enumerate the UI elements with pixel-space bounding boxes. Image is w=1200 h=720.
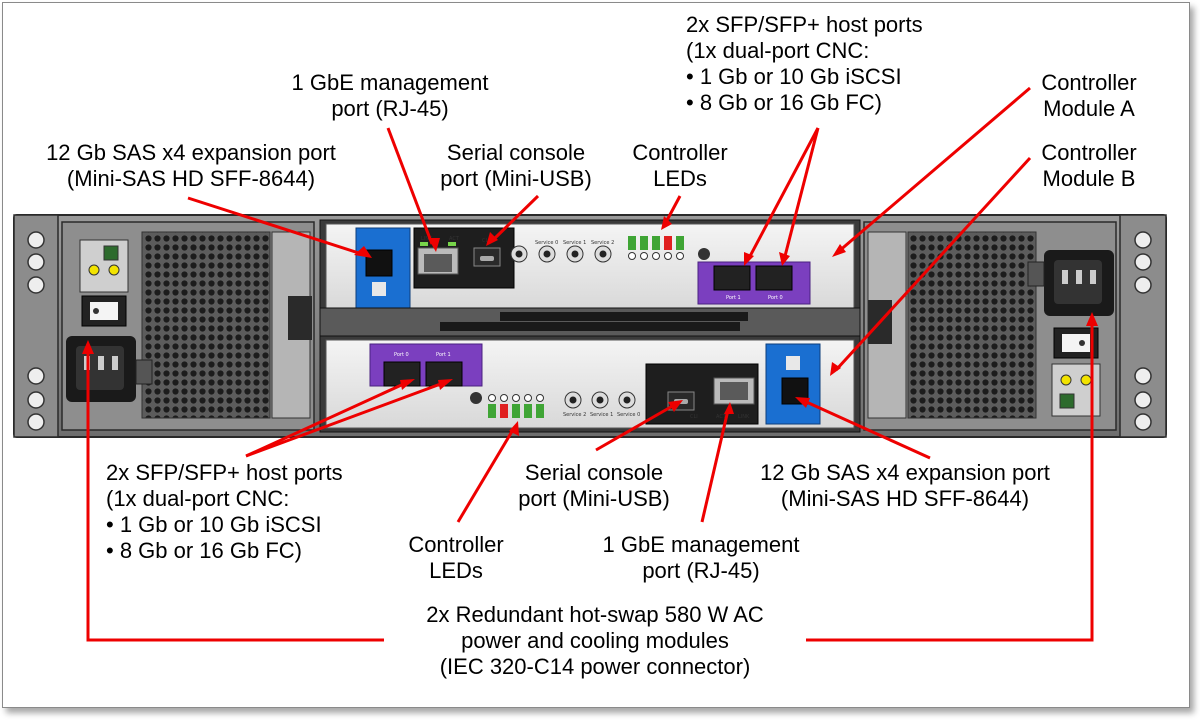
label-line: LEDs bbox=[429, 558, 483, 583]
controller-module-b: Port 0 Port 1 Service 2 Service 1 Servic… bbox=[319, 335, 861, 433]
label-serial-top: Serial console port (Mini-USB) bbox=[416, 140, 616, 192]
label-line: port (RJ-45) bbox=[331, 96, 449, 121]
service0-label-b: Service 0 bbox=[617, 412, 640, 418]
port0-label-a: Port 0 bbox=[768, 295, 783, 301]
label-line: • 1 Gb or 10 Gb iSCSI bbox=[686, 64, 902, 89]
label-mgmt-bottom: 1 GbE management port (RJ-45) bbox=[570, 532, 832, 584]
label-line: (1x dual-port CNC: bbox=[106, 486, 290, 511]
callout-lines bbox=[86, 86, 1094, 642]
label-line: Module B bbox=[1042, 166, 1136, 191]
ac-inlet-right-icon bbox=[1027, 250, 1114, 316]
label-line: 2x SFP/SFP+ host ports bbox=[106, 460, 343, 485]
label-line: Serial console bbox=[524, 460, 664, 485]
label-line: port (Mini-USB) bbox=[440, 166, 592, 191]
label-line: Controller bbox=[1041, 70, 1137, 95]
callout-arrowheads bbox=[82, 216, 1098, 436]
cli-label-a: CLI bbox=[482, 238, 490, 244]
sas-port-a bbox=[365, 249, 393, 277]
psu-left bbox=[61, 221, 315, 431]
label-line: (1x dual-port CNC: bbox=[686, 38, 870, 63]
service0-label-a: Service 0 bbox=[535, 240, 558, 246]
controller-leds-a bbox=[628, 236, 684, 260]
sfp-port0-a bbox=[755, 265, 793, 291]
sfp-port1-a bbox=[713, 265, 751, 291]
link-label-a: LINK bbox=[421, 236, 433, 242]
label-line: 1 GbE management bbox=[602, 532, 800, 557]
label-line: (Mini-SAS HD SFF-8644) bbox=[66, 166, 316, 191]
label-controller-a: Controller Module A bbox=[1024, 70, 1154, 122]
label-leds-bottom: Controller LEDs bbox=[392, 532, 520, 584]
label-line: • 8 Gb or 16 Gb FC) bbox=[106, 538, 302, 563]
label-psu: 2x Redundant hot-swap 580 W AC power and… bbox=[384, 602, 806, 680]
label-line: port (RJ-45) bbox=[642, 558, 760, 583]
controller-module-a: LINK ACT CLI Service 0 Service 1 Service… bbox=[319, 219, 861, 317]
label-sas-top: 12 Gb SAS x4 expansion port (Mini-SAS HD… bbox=[12, 140, 370, 192]
label-sfp-top: 2x SFP/SFP+ host ports (1x dual-port CNC… bbox=[686, 12, 923, 116]
label-line: Module A bbox=[1043, 96, 1135, 121]
controller-leds-b bbox=[488, 394, 544, 418]
link-label-b: LINK bbox=[738, 414, 750, 420]
port1-label-b: Port 1 bbox=[436, 352, 451, 358]
label-line: Controller bbox=[632, 140, 728, 165]
label-line: Controller bbox=[408, 532, 504, 557]
service1-label-b: Service 1 bbox=[590, 412, 613, 418]
act-label-a: ACT bbox=[449, 236, 460, 242]
label-line: (Mini-SAS HD SFF-8644) bbox=[780, 486, 1030, 511]
label-line: Controller bbox=[1041, 140, 1137, 165]
label-line: • 1 Gb or 10 Gb iSCSI bbox=[106, 512, 322, 537]
label-sas-bottom: 12 Gb SAS x4 expansion port (Mini-SAS HD… bbox=[724, 460, 1086, 512]
label-sfp-bottom: 2x SFP/SFP+ host ports (1x dual-port CNC… bbox=[106, 460, 343, 564]
label-serial-bottom: Serial console port (Mini-USB) bbox=[494, 460, 694, 512]
label-mgmt-top: 1 GbE management port (RJ-45) bbox=[260, 70, 520, 122]
label-line: 12 Gb SAS x4 expansion port bbox=[760, 460, 1050, 485]
cli-label-b: CLI bbox=[690, 414, 698, 420]
label-line: 2x SFP/SFP+ host ports bbox=[686, 12, 923, 37]
service2-label-a: Service 2 bbox=[591, 240, 614, 246]
port1-label-a: Port 1 bbox=[726, 295, 741, 301]
label-line: • 8 Gb or 16 Gb FC) bbox=[686, 90, 882, 115]
label-line: Serial console bbox=[446, 140, 586, 165]
label-line: 2x Redundant hot-swap 580 W AC bbox=[426, 602, 764, 627]
label-line: port (Mini-USB) bbox=[518, 486, 670, 511]
label-controller-b: Controller Module B bbox=[1024, 140, 1154, 192]
label-line: power and cooling modules bbox=[461, 628, 729, 653]
service2-label-b: Service 2 bbox=[563, 412, 586, 418]
psu-right bbox=[863, 221, 1117, 431]
label-leds-top: Controller LEDs bbox=[616, 140, 744, 192]
label-line: (IEC 320-C14 power connector) bbox=[439, 654, 751, 679]
label-line: 1 GbE management bbox=[291, 70, 489, 95]
label-line: LEDs bbox=[653, 166, 707, 191]
label-line: 12 Gb SAS x4 expansion port bbox=[46, 140, 336, 165]
service1-label-a: Service 1 bbox=[563, 240, 586, 246]
act-label-b: ACT bbox=[716, 414, 727, 420]
port0-label-b: Port 0 bbox=[394, 352, 409, 358]
